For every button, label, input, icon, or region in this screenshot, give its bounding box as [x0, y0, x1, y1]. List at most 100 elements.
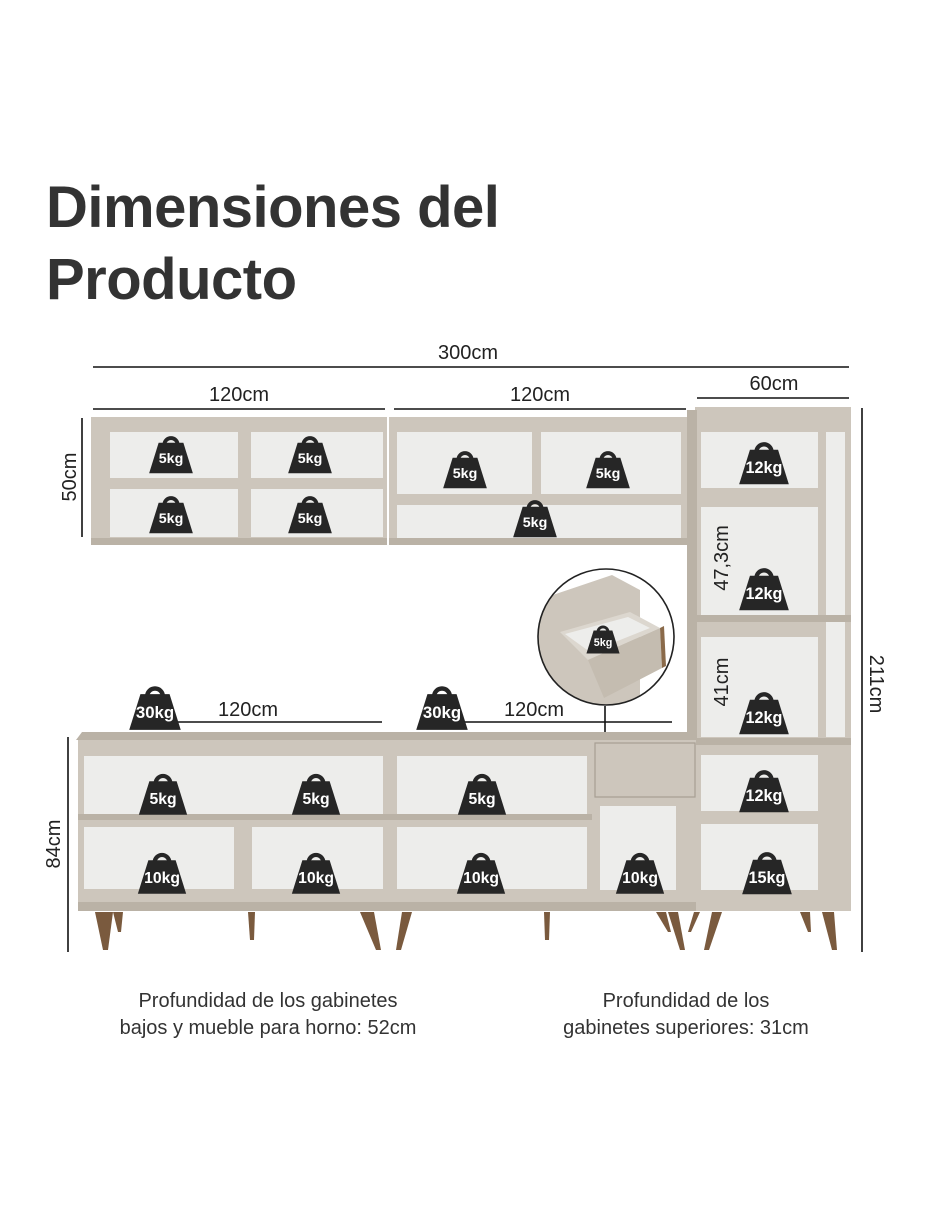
weight-body [457, 781, 507, 815]
weight-icon: 15kg [742, 852, 792, 895]
weight-icon: 30kg [416, 686, 468, 730]
leg [656, 912, 671, 932]
weight-label: 5kg [298, 451, 323, 467]
tower-side-panel [687, 410, 697, 740]
leg [688, 912, 700, 932]
weight-icons: 5kg 5kg 5kg 5kg 5kg 5kg 5kg 12kg 12kg 12kg 12kg 15k… [129, 436, 792, 895]
furniture [76, 407, 851, 950]
weight-icon: 5kg [149, 436, 193, 474]
weight-label: 30kg [423, 703, 461, 722]
weight-icon: 12kg [739, 442, 789, 485]
weight-handle [144, 686, 166, 697]
lower-depth-note: Profundidad de los gabinetes bajos y mue… [88, 988, 448, 1042]
leg [396, 912, 412, 950]
weight-body [443, 457, 487, 489]
leg [704, 912, 722, 950]
weight-handle [162, 496, 180, 505]
weight-label: 5kg [523, 515, 548, 531]
cabinet-base-edge [78, 902, 388, 911]
weight-label: 5kg [159, 511, 184, 527]
lower-left-width-label: 120cm [218, 699, 278, 721]
lower-depth-note-line-1: Profundidad de los gabinetes [138, 990, 398, 1012]
tower-right-column [826, 432, 845, 737]
weight-body [416, 694, 468, 730]
weight-icon: 5kg [291, 773, 341, 815]
weight-handle [596, 625, 610, 632]
weight-label: 10kg [144, 870, 180, 887]
upper-depth-note-line-2: gabinetes superiores: 31cm [563, 1017, 809, 1039]
tower-niche-upper-label: 47,3cm [711, 525, 733, 591]
page-title-line-2: Producto [46, 247, 297, 312]
upper-middle-width-label: 120cm [510, 384, 570, 406]
lower-height-label: 84cm [43, 820, 65, 869]
leg [544, 912, 550, 940]
weight-icon: 10kg [291, 852, 341, 894]
weight-label: 5kg [159, 451, 184, 467]
weight-handle [754, 692, 774, 702]
weight-handle [456, 451, 474, 460]
leg [360, 912, 381, 950]
weight-body [149, 502, 193, 534]
weight-handle [162, 436, 180, 445]
weight-body [137, 860, 187, 894]
leg [822, 912, 837, 950]
weight-label: 12kg [746, 585, 783, 603]
total-width-label: 300cm [438, 342, 498, 364]
page-title-line-1: Dimensiones del [46, 175, 500, 240]
detail-content [538, 569, 674, 705]
weight-body [456, 860, 506, 894]
weight-label: 12kg [746, 459, 783, 477]
weight-icon: 10kg [137, 852, 187, 894]
weight-label: 5kg [594, 637, 613, 649]
weight-label: 10kg [298, 870, 334, 887]
drawer-detail [537, 568, 675, 706]
oven-drawer-front [594, 742, 696, 798]
tower-shelf-edge [695, 738, 851, 745]
weight-body [739, 575, 789, 611]
weight-handle [306, 773, 326, 784]
weight-body [513, 506, 557, 538]
weight-handle [757, 852, 777, 862]
weight-icon: 5kg [149, 496, 193, 534]
weight-label: 5kg [453, 466, 478, 482]
weight-body [739, 449, 789, 485]
weight-label: 12kg [746, 709, 783, 727]
tower-niche-lower-label: 41cm [711, 658, 733, 707]
weight-label: 5kg [298, 511, 323, 527]
weight-label: 5kg [468, 791, 495, 808]
weight-body [149, 442, 193, 474]
leg [95, 912, 113, 950]
leg [668, 912, 685, 950]
weight-body [586, 457, 630, 489]
tower-shelf-edge [695, 615, 851, 622]
tower-width-label: 60cm [750, 373, 799, 395]
shelf-edge [78, 814, 388, 820]
weight-body [739, 777, 789, 813]
weight-body [138, 781, 188, 815]
weight-handle [754, 770, 774, 780]
weight-handle [471, 852, 491, 863]
upper-height-label: 50cm [59, 453, 81, 502]
detail-drawer-edge [660, 626, 666, 668]
weight-body [129, 694, 181, 730]
weight-handle [754, 568, 774, 578]
weight-icon: 5kg [443, 451, 487, 489]
weight-body [742, 859, 792, 895]
weight-icon: 12kg [739, 770, 789, 813]
weight-icon: 5kg [457, 773, 507, 815]
weight-label: 5kg [149, 791, 176, 808]
weight-body [291, 860, 341, 894]
weight-icon: 5kg [586, 625, 620, 654]
leg [800, 912, 811, 932]
weight-icon: 10kg [615, 852, 665, 894]
weight-handle [306, 852, 326, 863]
weight-handle [630, 852, 650, 863]
compartment [84, 756, 383, 814]
weight-icon: 5kg [138, 773, 188, 815]
weight-body [739, 699, 789, 735]
cabinet-base-edge [91, 538, 387, 545]
weight-body [615, 860, 665, 894]
lower-middle-width-label: 120cm [504, 699, 564, 721]
upper-depth-note: Profundidad de los gabinetes superiores:… [506, 988, 866, 1042]
